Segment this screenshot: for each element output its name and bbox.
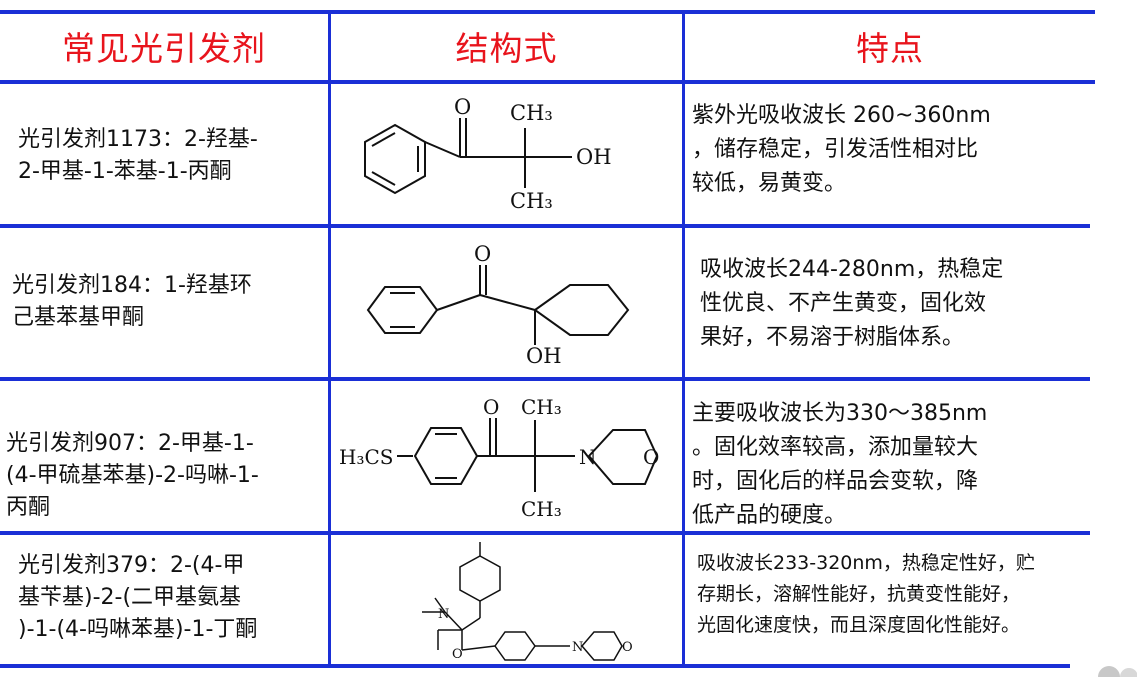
structure-379-label-n-morpholine: N (572, 640, 583, 655)
header-bottom-border (0, 80, 1095, 84)
row1-name-line2: 2-甲基-1-苯基-1-丙酮 (18, 159, 232, 184)
structure-184-label-oh: OH (526, 344, 562, 368)
column-divider-2 (682, 10, 685, 668)
benzene-ring (413, 427, 479, 485)
table-bottom-border (0, 664, 1070, 668)
morpholine-ring (581, 631, 623, 661)
row3-name-line2: (4-甲硫基苯基)-2-吗啉-1- (6, 463, 259, 488)
structure-1173: O CH₃ OH CH₃ (364, 95, 612, 213)
column-divider-1 (328, 10, 331, 668)
row2-name-line1: 光引发剂184：1-羟基环 (12, 273, 252, 298)
row2-bottom-border (0, 377, 1090, 381)
row4-feature-line1: 吸收波长233-320nm，热稳定性好，贮 (697, 552, 1035, 574)
row3-feature-line4: 低产品的硬度。 (692, 503, 847, 528)
row3-features: 主要吸收波长为330～385nm 。固化效率较高，添加量较大 时，固化后的样品会… (692, 397, 1088, 533)
structure-907-label-ch3-top: CH₃ (521, 395, 562, 419)
structure-907: O CH₃ H₃CS N O CH₃ (339, 395, 659, 521)
row4-feature-line2: 存期长，溶解性能好，抗黄变性能好， (697, 583, 1021, 605)
row4-name-line1: 光引发剂379：2-(4-甲 (18, 553, 245, 578)
row2-features: 吸收波长244-280nm，热稳定 性优良、不产生黄变，固化效 果好，不易溶于树… (700, 253, 1088, 355)
row1-bottom-border (0, 224, 1090, 228)
row3-feature-line2: 。固化效率较高，添加量较大 (692, 435, 979, 460)
benzene-ring (364, 123, 426, 195)
cyclohexane-ring (533, 284, 630, 336)
row3-feature-line1: 主要吸收波长为330～385nm (692, 401, 988, 426)
row2-name: 光引发剂184：1-羟基环 己基苯基甲酮 (12, 270, 324, 334)
structure-907-label-ch3-bottom: CH₃ (521, 497, 562, 521)
row4-name-line2: 基苄基)-2-(二甲基氨基 (18, 585, 242, 610)
structure-184-label-o: O (474, 242, 491, 266)
morpholine-ring (587, 429, 659, 485)
structure-1173-label-oh: OH (576, 145, 612, 169)
row1-feature-line3: 较低，易黄变。 (692, 171, 847, 196)
row3-name-line3: 丙酮 (6, 495, 51, 520)
row2-feature-line2: 性优良、不产生黄变，固化效 (700, 291, 987, 316)
row1-feature-line2: ，储存稳定，引发活性相对比 (692, 137, 979, 162)
row1-name: 光引发剂1173：2-羟基- 2-甲基-1-苯基-1-丙酮 (18, 124, 323, 188)
row4-features: 吸收波长233-320nm，热稳定性好，贮 存期长，溶解性能好，抗黄变性能好， … (697, 548, 1137, 641)
structure-379-label-o-carbonyl: O (452, 647, 463, 662)
structure-379-label-n-dimethyl: N (438, 607, 449, 622)
phenyl-ring (494, 631, 536, 661)
structure-379-label-o-morpholine: O (622, 640, 633, 655)
row4-name-line3: )-1-(4-吗啉苯基)-1-丁酮 (18, 617, 258, 642)
structure-907-label-n: N (579, 445, 597, 469)
structure-907-label-o-ring: O (643, 445, 659, 469)
row4-feature-line3: 光固化速度快，而且深度固化性能好。 (697, 614, 1021, 636)
structure-907-label-o-carbonyl: O (483, 395, 499, 419)
structure-1173-label-ch3-bottom: CH₃ (510, 189, 553, 213)
row2-feature-line3: 果好，不易溶于树脂体系。 (700, 325, 965, 350)
row3-name-line1: 光引发剂907：2-甲基-1- (6, 431, 254, 456)
structure-1173-label-ch3-top: CH₃ (510, 101, 553, 125)
structure-1173-label-o: O (454, 95, 471, 119)
row3-feature-line3: 时，固化后的样品会变软，降 (692, 469, 979, 494)
row2-feature-line1: 吸收波长244-280nm，热稳定 (700, 257, 1004, 282)
row3-bottom-border (0, 531, 1090, 535)
structure-907-label-h3cs: H₃CS (339, 445, 393, 469)
structure-379: N O N O (422, 542, 633, 662)
row2-name-line2: 己基苯基甲酮 (12, 305, 145, 330)
header-features: 特点 (856, 29, 924, 68)
toluene-ring (459, 555, 501, 602)
header-structure: 结构式 (455, 29, 558, 68)
benzene-ring (366, 286, 439, 334)
structure-184: O OH (366, 242, 630, 368)
table-top-border (0, 10, 1095, 14)
row4-name: 光引发剂379：2-(4-甲 基苄基)-2-(二甲基氨基 )-1-(4-吗啉苯基… (18, 550, 326, 646)
row1-name-line1: 光引发剂1173：2-羟基- (18, 127, 258, 152)
row1-features: 紫外光吸收波长 260~360nm ，储存稳定，引发活性相对比 较低，易黄变。 (692, 99, 1087, 201)
row3-name: 光引发剂907：2-甲基-1- (4-甲硫基苯基)-2-吗啉-1- 丙酮 (6, 428, 326, 524)
row1-feature-line1: 紫外光吸收波长 260~360nm (692, 103, 991, 128)
header-common-photoinitiators: 常见光引发剂 (62, 29, 266, 68)
corner-logo-icon (1098, 666, 1137, 677)
